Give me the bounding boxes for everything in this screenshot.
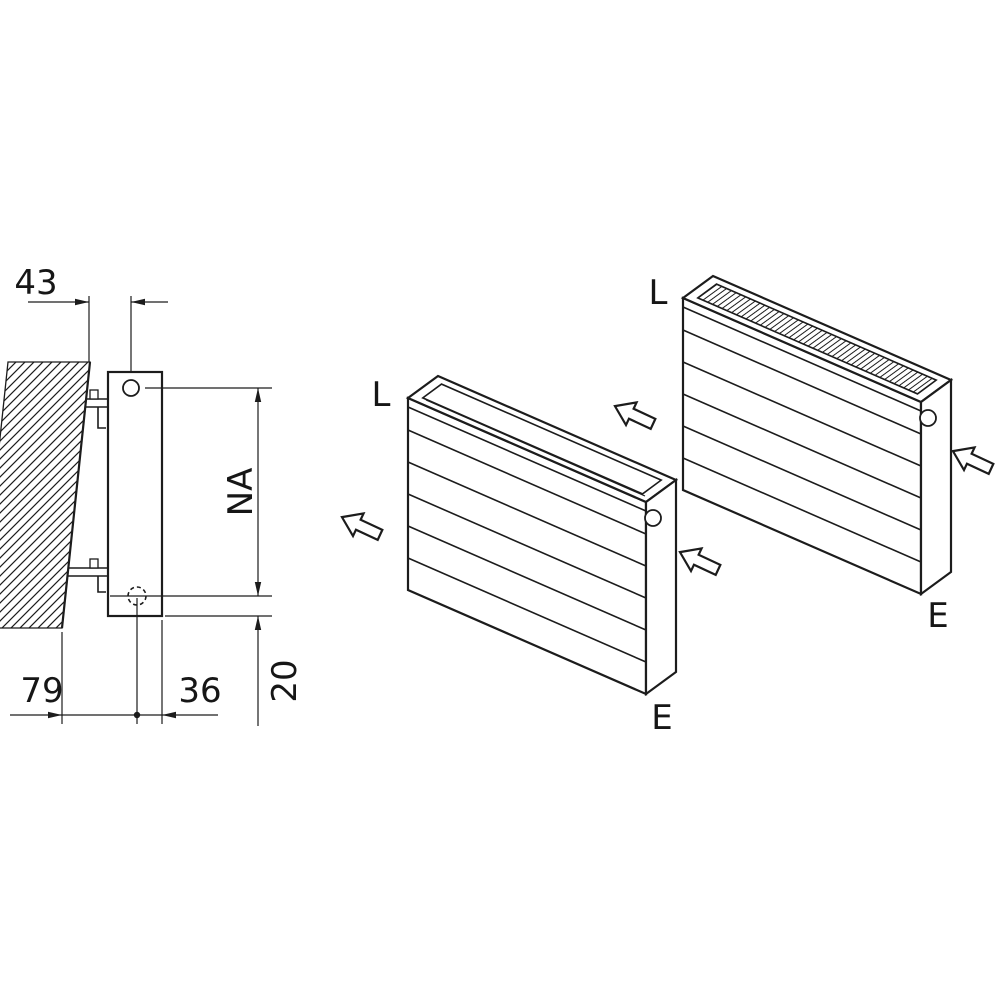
radiator1-slats: [407, 429, 647, 663]
flow-arrow: [951, 445, 995, 476]
wall-bracket-bottom: [68, 558, 108, 593]
dim-floor-right-value: 36: [178, 671, 221, 711]
flow-arrow: [678, 546, 722, 577]
dimension-wall-offset: 43: [14, 263, 168, 372]
radiator2-label-E: E: [927, 596, 948, 636]
radiator1-opening-inner-edge: [425, 399, 646, 497]
radiator-side-profile: [106, 370, 164, 618]
vent-plug-circle: [122, 379, 140, 397]
radiator2-connection-boss: [919, 409, 937, 427]
wall-hatch: [0, 361, 92, 629]
dimension-bottom-edge: 20: [165, 615, 305, 726]
flow-arrow: [613, 400, 657, 431]
dim-floor-left-value: 79: [20, 671, 63, 711]
dimension-floor: 79 36: [10, 598, 222, 724]
flow-arrow: [340, 511, 384, 542]
shared-dimension-dot: [133, 711, 141, 719]
radiator1-label-E: E: [651, 698, 672, 738]
dim-bottom-edge-value: 20: [265, 659, 305, 702]
radiator1-connection-boss: [644, 509, 662, 527]
radiator1-label-L: L: [372, 375, 391, 415]
side-view: 43 NA 20 79 36: [0, 263, 305, 726]
radiator2-slats: [682, 329, 922, 563]
dim-hub-distance-value: NA: [221, 468, 261, 517]
wall-bracket-top: [86, 389, 108, 429]
dim-wall-offset-value: 43: [14, 263, 57, 303]
radiator2-label-L: L: [649, 273, 668, 313]
radiator-iso-2: L E: [613, 273, 995, 636]
radiator-iso-1: L E: [340, 374, 722, 738]
dimension-hub-distance: NA: [110, 387, 272, 597]
radiator1-top-opening: [421, 383, 663, 495]
radiator2-top-grille: [696, 283, 938, 395]
